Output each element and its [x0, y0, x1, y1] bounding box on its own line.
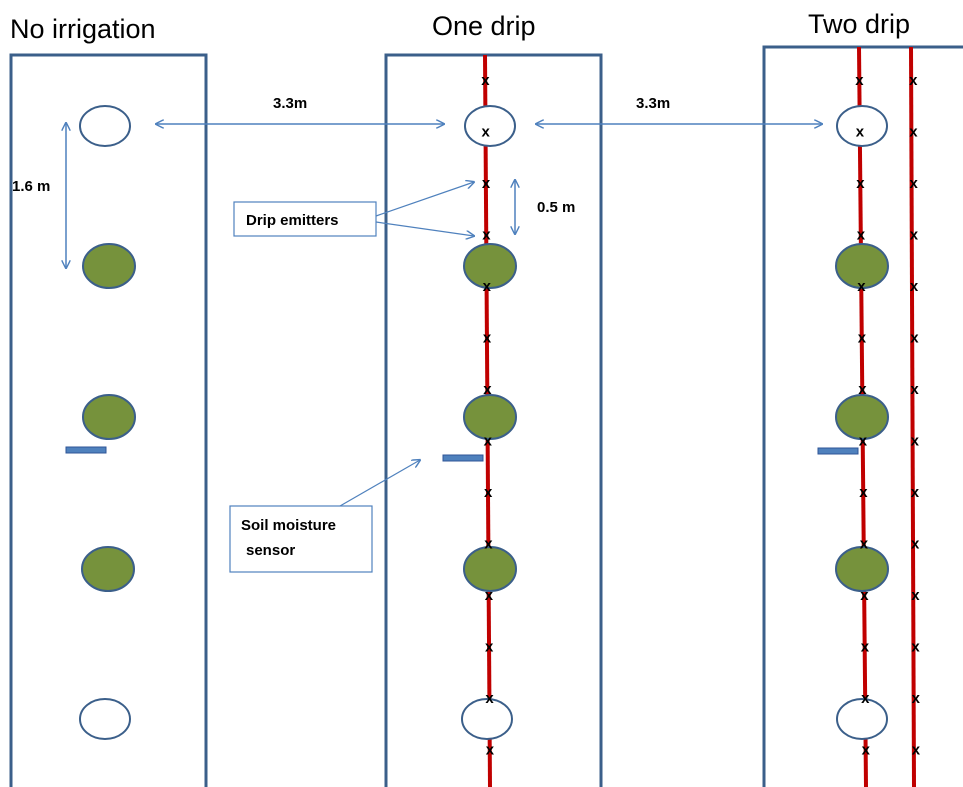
emitter-spacing-label: 0.5 m [537, 199, 575, 216]
drip-emitter-mark: x [482, 175, 491, 192]
drip-line-two-drip-2 [909, 46, 916, 787]
drip-emitter-mark: x [912, 690, 921, 707]
drip-emitter-mark: x [485, 690, 494, 707]
drip-emitter-mark: x [484, 536, 493, 553]
row-spacing-label-left: 3.3m [273, 95, 307, 112]
drip-emitter-mark: x [910, 227, 919, 244]
drip-emitter-mark: x [481, 72, 490, 89]
row-spacing-label-right: 3.3m [636, 95, 670, 112]
empty-tree-position [836, 105, 888, 147]
tree [463, 546, 517, 592]
drip-emitter-mark: x [862, 742, 871, 759]
drip-emitter-mark: x [485, 587, 494, 604]
drip-emitter-mark: x [483, 381, 492, 398]
drip-emitter-mark: x [856, 175, 865, 192]
tree [835, 243, 889, 289]
row-one-drip [384, 53, 603, 787]
drip-emitter-mark: x [911, 484, 920, 501]
drip-emitter-mark: x [911, 433, 920, 450]
drip-emitter-mark: x [860, 536, 869, 553]
tree [82, 394, 136, 440]
drip-emitter-mark: x [483, 330, 492, 347]
drip-emitter-mark: x [912, 742, 921, 759]
empty-tree-position [464, 105, 516, 147]
callout-arrow [339, 460, 420, 507]
callout-arrow [375, 182, 474, 217]
drip-emitter-mark: x [910, 330, 919, 347]
tree-spacing-label: 1.6 m [12, 178, 50, 195]
drip-emitter-mark: x [911, 536, 920, 553]
drip-emitter-mark: x [485, 639, 494, 656]
trees-one-drip [461, 105, 517, 740]
drip-emitter-mark: x [486, 742, 495, 759]
row-two-drip-border [762, 45, 963, 787]
tree [463, 243, 517, 289]
drip-emitter-mark: x [855, 72, 864, 89]
row-no-irrigation-border [9, 53, 208, 787]
tree [835, 546, 889, 592]
soil-moisture-sensor-one-drip [442, 454, 484, 462]
drip-emitter-mark: x [860, 587, 869, 604]
callout-soil-moisture-text-1: Soil moisture [241, 517, 336, 534]
empty-tree-position [461, 698, 513, 740]
drip-emitter-mark: x [484, 484, 493, 501]
tree [81, 546, 135, 592]
callout-drip-emitters-box [233, 201, 377, 237]
callout-drip-emitters-text: Drip emitters [246, 212, 339, 229]
row-no-irrigation [9, 53, 208, 787]
callout-soil-moisture-sensor: Soil moisture sensor [229, 460, 420, 573]
drip-emitter-mark: x [859, 484, 868, 501]
drip-emitter-mark: x [910, 175, 919, 192]
tree [82, 243, 136, 289]
drip-emitter-mark: x [857, 278, 866, 295]
drip-emitter-mark: x [861, 639, 870, 656]
drip-emitter-mark: x [909, 72, 918, 89]
callout-soil-moisture-text-2: sensor [246, 542, 295, 559]
drip-emitter-mark: x [858, 330, 867, 347]
drip-emitter-mark: x [483, 278, 492, 295]
empty-tree-position [836, 698, 888, 740]
drip-emitter-mark: x [911, 587, 920, 604]
title-two-drip: Two drip [808, 9, 910, 39]
callout-arrow [375, 221, 474, 236]
drip-emitter-mark: x [856, 124, 865, 141]
callout-soil-moisture-box [229, 505, 373, 573]
drip-emitter-marks: x x x x x x x x x x x x x x x x x x x x x x x x x x x x x x x x x x x x x x x x… [481, 72, 921, 759]
drip-emitter-mark: x [858, 381, 867, 398]
soil-moisture-sensor-no-irrigation [65, 446, 107, 454]
empty-tree-position [79, 105, 131, 147]
callout-drip-emitters: Drip emitters [233, 182, 474, 237]
tree [463, 394, 517, 440]
drip-emitter-mark: x [857, 227, 866, 244]
drip-emitter-mark: x [911, 639, 920, 656]
drip-emitter-mark: x [861, 690, 870, 707]
tree [835, 394, 889, 440]
drip-emitter-mark: x [910, 381, 919, 398]
drip-emitter-mark: x [859, 433, 868, 450]
title-no-irrigation: No irrigation [10, 14, 156, 44]
soil-moisture-sensor-two-drip [817, 447, 859, 455]
trees-no-irrigation [79, 105, 136, 740]
drip-emitter-mark: x [909, 124, 918, 141]
drip-emitter-mark: x [482, 124, 491, 141]
row-one-drip-border [384, 53, 603, 787]
drip-emitter-mark: x [484, 433, 493, 450]
drip-emitter-mark: x [910, 278, 919, 295]
trees-two-drip [835, 105, 889, 740]
row-two-drip [762, 45, 963, 787]
empty-tree-position [79, 698, 131, 740]
drip-emitter-mark: x [482, 227, 491, 244]
title-one-drip: One drip [432, 11, 536, 41]
